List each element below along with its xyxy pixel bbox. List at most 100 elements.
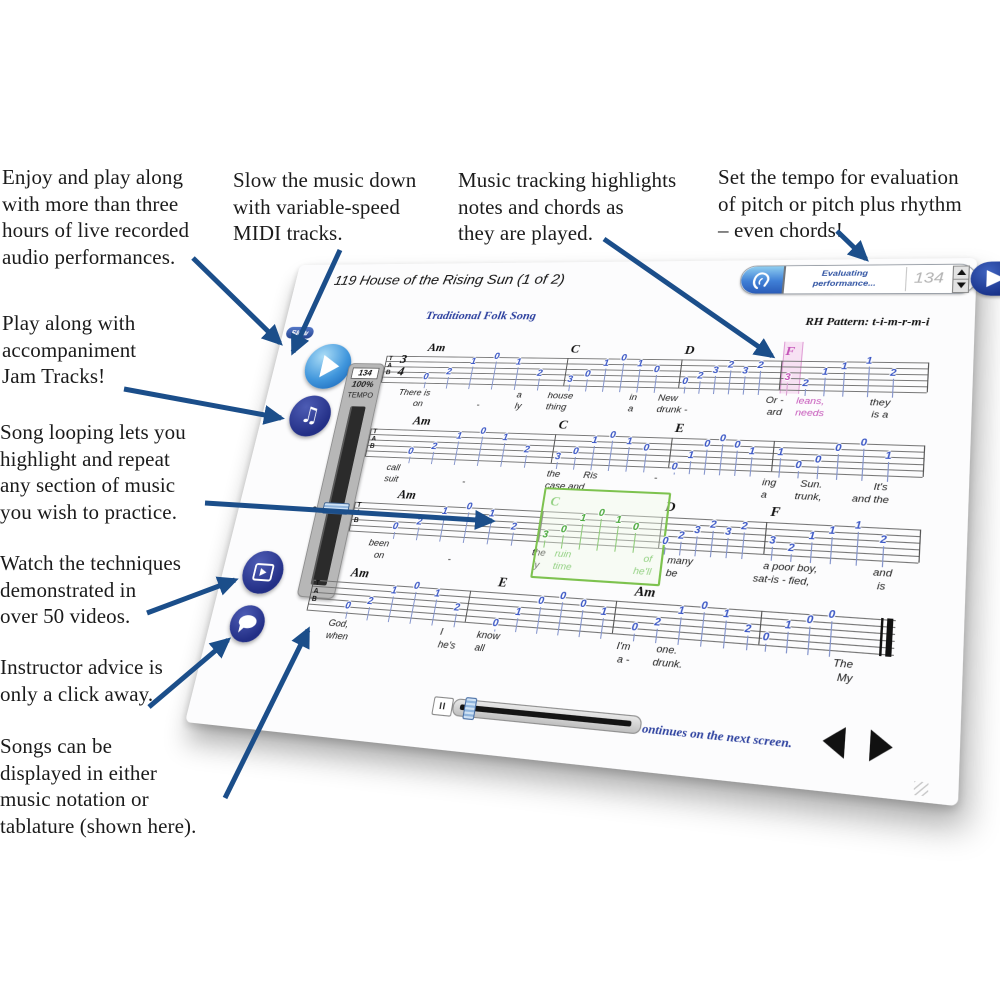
lyric-word: trunk, [794, 490, 823, 504]
lyric-word: It's [873, 481, 888, 494]
fret-number: 0 [700, 600, 709, 613]
fret-number: 2 [740, 520, 749, 533]
fret-number: 0 [642, 442, 650, 454]
fret-number: 2 [889, 367, 897, 379]
fret-number: 0 [344, 600, 352, 612]
chord-label: E [497, 573, 509, 590]
note-stem [643, 453, 647, 473]
note-stem [797, 471, 800, 479]
fret-number: 0 [391, 521, 400, 533]
fret-number: 0 [681, 376, 689, 387]
fret-number: 3 [554, 451, 562, 463]
lyric-word: ing [761, 477, 777, 489]
fret-number: 3 [566, 374, 574, 385]
fret-number: 0 [814, 454, 822, 466]
fret-number: 0 [537, 595, 545, 608]
note-stem [828, 621, 833, 657]
fret-number: 1 [433, 588, 442, 600]
tab-letter: B [369, 443, 376, 450]
note-stem [778, 458, 782, 478]
fret-number: 0 [860, 437, 868, 449]
fret-number: 1 [677, 605, 686, 618]
chord-label: C [569, 341, 581, 356]
next-page-button[interactable] [868, 729, 894, 764]
lyric-word: leans, [795, 395, 825, 408]
fret-number: 0 [806, 613, 814, 627]
pause-button[interactable]: II [431, 696, 455, 717]
note-stem [476, 436, 484, 466]
fret-number: 1 [455, 431, 463, 442]
lyric-word: Or - [765, 395, 785, 407]
lyric-word: the [546, 468, 562, 480]
lyric-word: drunk - [655, 404, 689, 416]
note-stem [663, 547, 666, 555]
lyric-word: call [385, 462, 402, 474]
fret-number: 3 [724, 526, 732, 539]
annotation-arrow-jam [123, 386, 285, 425]
lyric-word: There is [397, 387, 432, 399]
barline [922, 445, 926, 477]
note-stem [790, 554, 792, 562]
lyric-word: house [546, 390, 575, 402]
tab-letter: B [385, 369, 392, 376]
lyric-word: drunk. [651, 656, 684, 672]
fret-number: 1 [840, 361, 848, 373]
fret-number: 0 [584, 369, 592, 380]
fret-number: 0 [630, 621, 639, 634]
note-stem [855, 531, 859, 566]
note-stem [866, 366, 871, 398]
tab-letter: A [386, 362, 393, 369]
fret-number: 0 [733, 439, 741, 451]
fret-number: 0 [412, 580, 421, 593]
note-stem [861, 448, 865, 481]
fret-number: 1 [808, 530, 816, 543]
fret-number: 1 [636, 358, 644, 370]
note-stem [699, 612, 705, 647]
fret-number: 3 [693, 524, 701, 537]
chord-label: E [674, 420, 686, 436]
note-stem [683, 386, 686, 394]
note-stem [345, 611, 348, 619]
final-barline [885, 618, 894, 657]
tab-letter: A [312, 587, 320, 596]
annotation-audio: Enjoy and play along with more than thre… [2, 165, 190, 269]
fret-number: 0 [828, 608, 836, 622]
chord-label: F [769, 503, 782, 520]
fret-number: 1 [821, 366, 829, 378]
lyric-word: - [446, 554, 452, 566]
loop-selection-box[interactable] [530, 487, 672, 587]
note-stem [764, 643, 767, 652]
note-stem [809, 542, 813, 564]
fret-number: 1 [579, 512, 587, 525]
annotation-tracking: Music tracking highlights notes and chor… [458, 168, 677, 246]
lyric-word: when [324, 629, 350, 643]
lyric-word: ard [766, 406, 783, 419]
chord-label: Am [396, 486, 418, 502]
fret-number: 0 [479, 426, 487, 437]
tab-letter: A [354, 509, 361, 517]
annotation-jam: Play along with accompaniment Jam Tracks… [2, 311, 137, 389]
note-stem [568, 384, 571, 392]
previous-page-button[interactable] [821, 725, 846, 759]
fret-number: 3 [768, 534, 777, 547]
annotation-advice: Instructor advice is only a click away. [0, 655, 163, 706]
fret-number: 2 [727, 359, 735, 371]
fret-number: 0 [559, 524, 568, 536]
fret-number: 2 [536, 368, 544, 379]
note-stem [557, 602, 564, 636]
software-screenshot: 119 House of the Rising Sun (1 of 2) Eva… [184, 258, 1000, 807]
fret-number: 1 [687, 450, 695, 462]
fret-number: 2 [523, 444, 531, 456]
lyric-word: a [627, 403, 634, 415]
note-stem [785, 631, 789, 654]
tab-letter: A [370, 435, 377, 443]
fret-number: 1 [390, 585, 398, 597]
fret-number: 2 [677, 530, 685, 542]
fret-number: 0 [609, 430, 617, 441]
annotation-tempo: Set the tempo for evaluation of pitch or… [718, 165, 962, 243]
lyric-word: God, [327, 617, 350, 631]
lyric-word: and the [851, 493, 890, 507]
annotation-notation: Songs can be displayed in either music n… [0, 734, 197, 838]
fret-number: 1 [722, 608, 731, 621]
